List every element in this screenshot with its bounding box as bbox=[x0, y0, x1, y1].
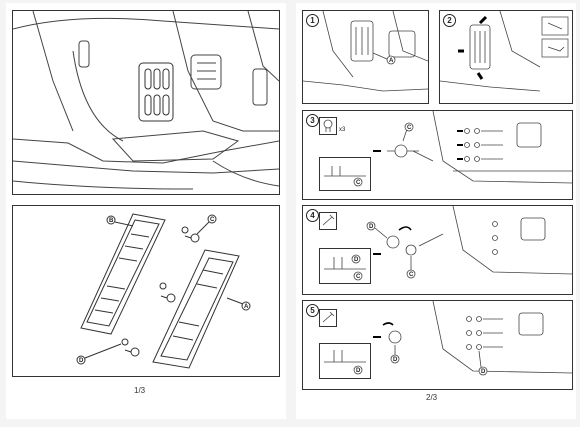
step-3-detail-inset: C bbox=[319, 157, 371, 191]
callout-d: D bbox=[79, 358, 84, 364]
page-number-left: 1/3 bbox=[134, 386, 146, 395]
step-4-callout-d: D bbox=[369, 224, 374, 230]
callout-c: C bbox=[210, 217, 215, 223]
step-2-panel: 2 bbox=[439, 10, 573, 104]
step-4-number: 4 bbox=[306, 209, 319, 222]
overview-illustration bbox=[12, 10, 280, 195]
step-5-panel: D D 5 D bbox=[302, 300, 573, 390]
page-right: A 1 2 bbox=[296, 3, 576, 419]
step-1-callout-a: A bbox=[389, 58, 394, 64]
step-4-inset-callout-d: D bbox=[354, 257, 359, 263]
step-3-panel: C 3 x3 C bbox=[302, 110, 573, 200]
step-5-inset-callout-d: D bbox=[356, 368, 361, 374]
step-3-clip-inset bbox=[319, 117, 337, 135]
step-2-number: 2 bbox=[443, 14, 456, 27]
step-1-panel: A 1 bbox=[302, 10, 429, 104]
step-5-callout-d: D bbox=[393, 357, 398, 363]
step-5-callout-d-2: D bbox=[481, 369, 486, 375]
step-5-tool-inset bbox=[319, 309, 337, 327]
step-3-quantity: x3 bbox=[339, 127, 346, 133]
step-5-detail-inset: D bbox=[319, 343, 371, 379]
page-left: B C A D 1/3 bbox=[6, 3, 286, 419]
step-4-callout-c: C bbox=[409, 272, 414, 278]
step-5-number: 5 bbox=[306, 304, 319, 317]
step-3-callout-c: C bbox=[407, 125, 412, 131]
parts-diagram: B C A D bbox=[12, 205, 280, 377]
callout-b: B bbox=[109, 218, 114, 224]
callout-a: A bbox=[244, 304, 249, 310]
step-4-panel: D C 4 D C bbox=[302, 205, 573, 295]
step-3-inset-callout-c: C bbox=[356, 180, 361, 186]
step-1-number: 1 bbox=[306, 14, 319, 27]
page-number-right: 2/3 bbox=[426, 393, 438, 402]
step-3-number: 3 bbox=[306, 114, 319, 127]
step-4-inset-callout-c: C bbox=[356, 274, 361, 280]
clip-parts bbox=[121, 226, 200, 357]
footrest-pedal bbox=[138, 62, 174, 122]
step-4-detail-inset: D C bbox=[319, 248, 371, 284]
step-4-tool-inset bbox=[319, 212, 337, 230]
